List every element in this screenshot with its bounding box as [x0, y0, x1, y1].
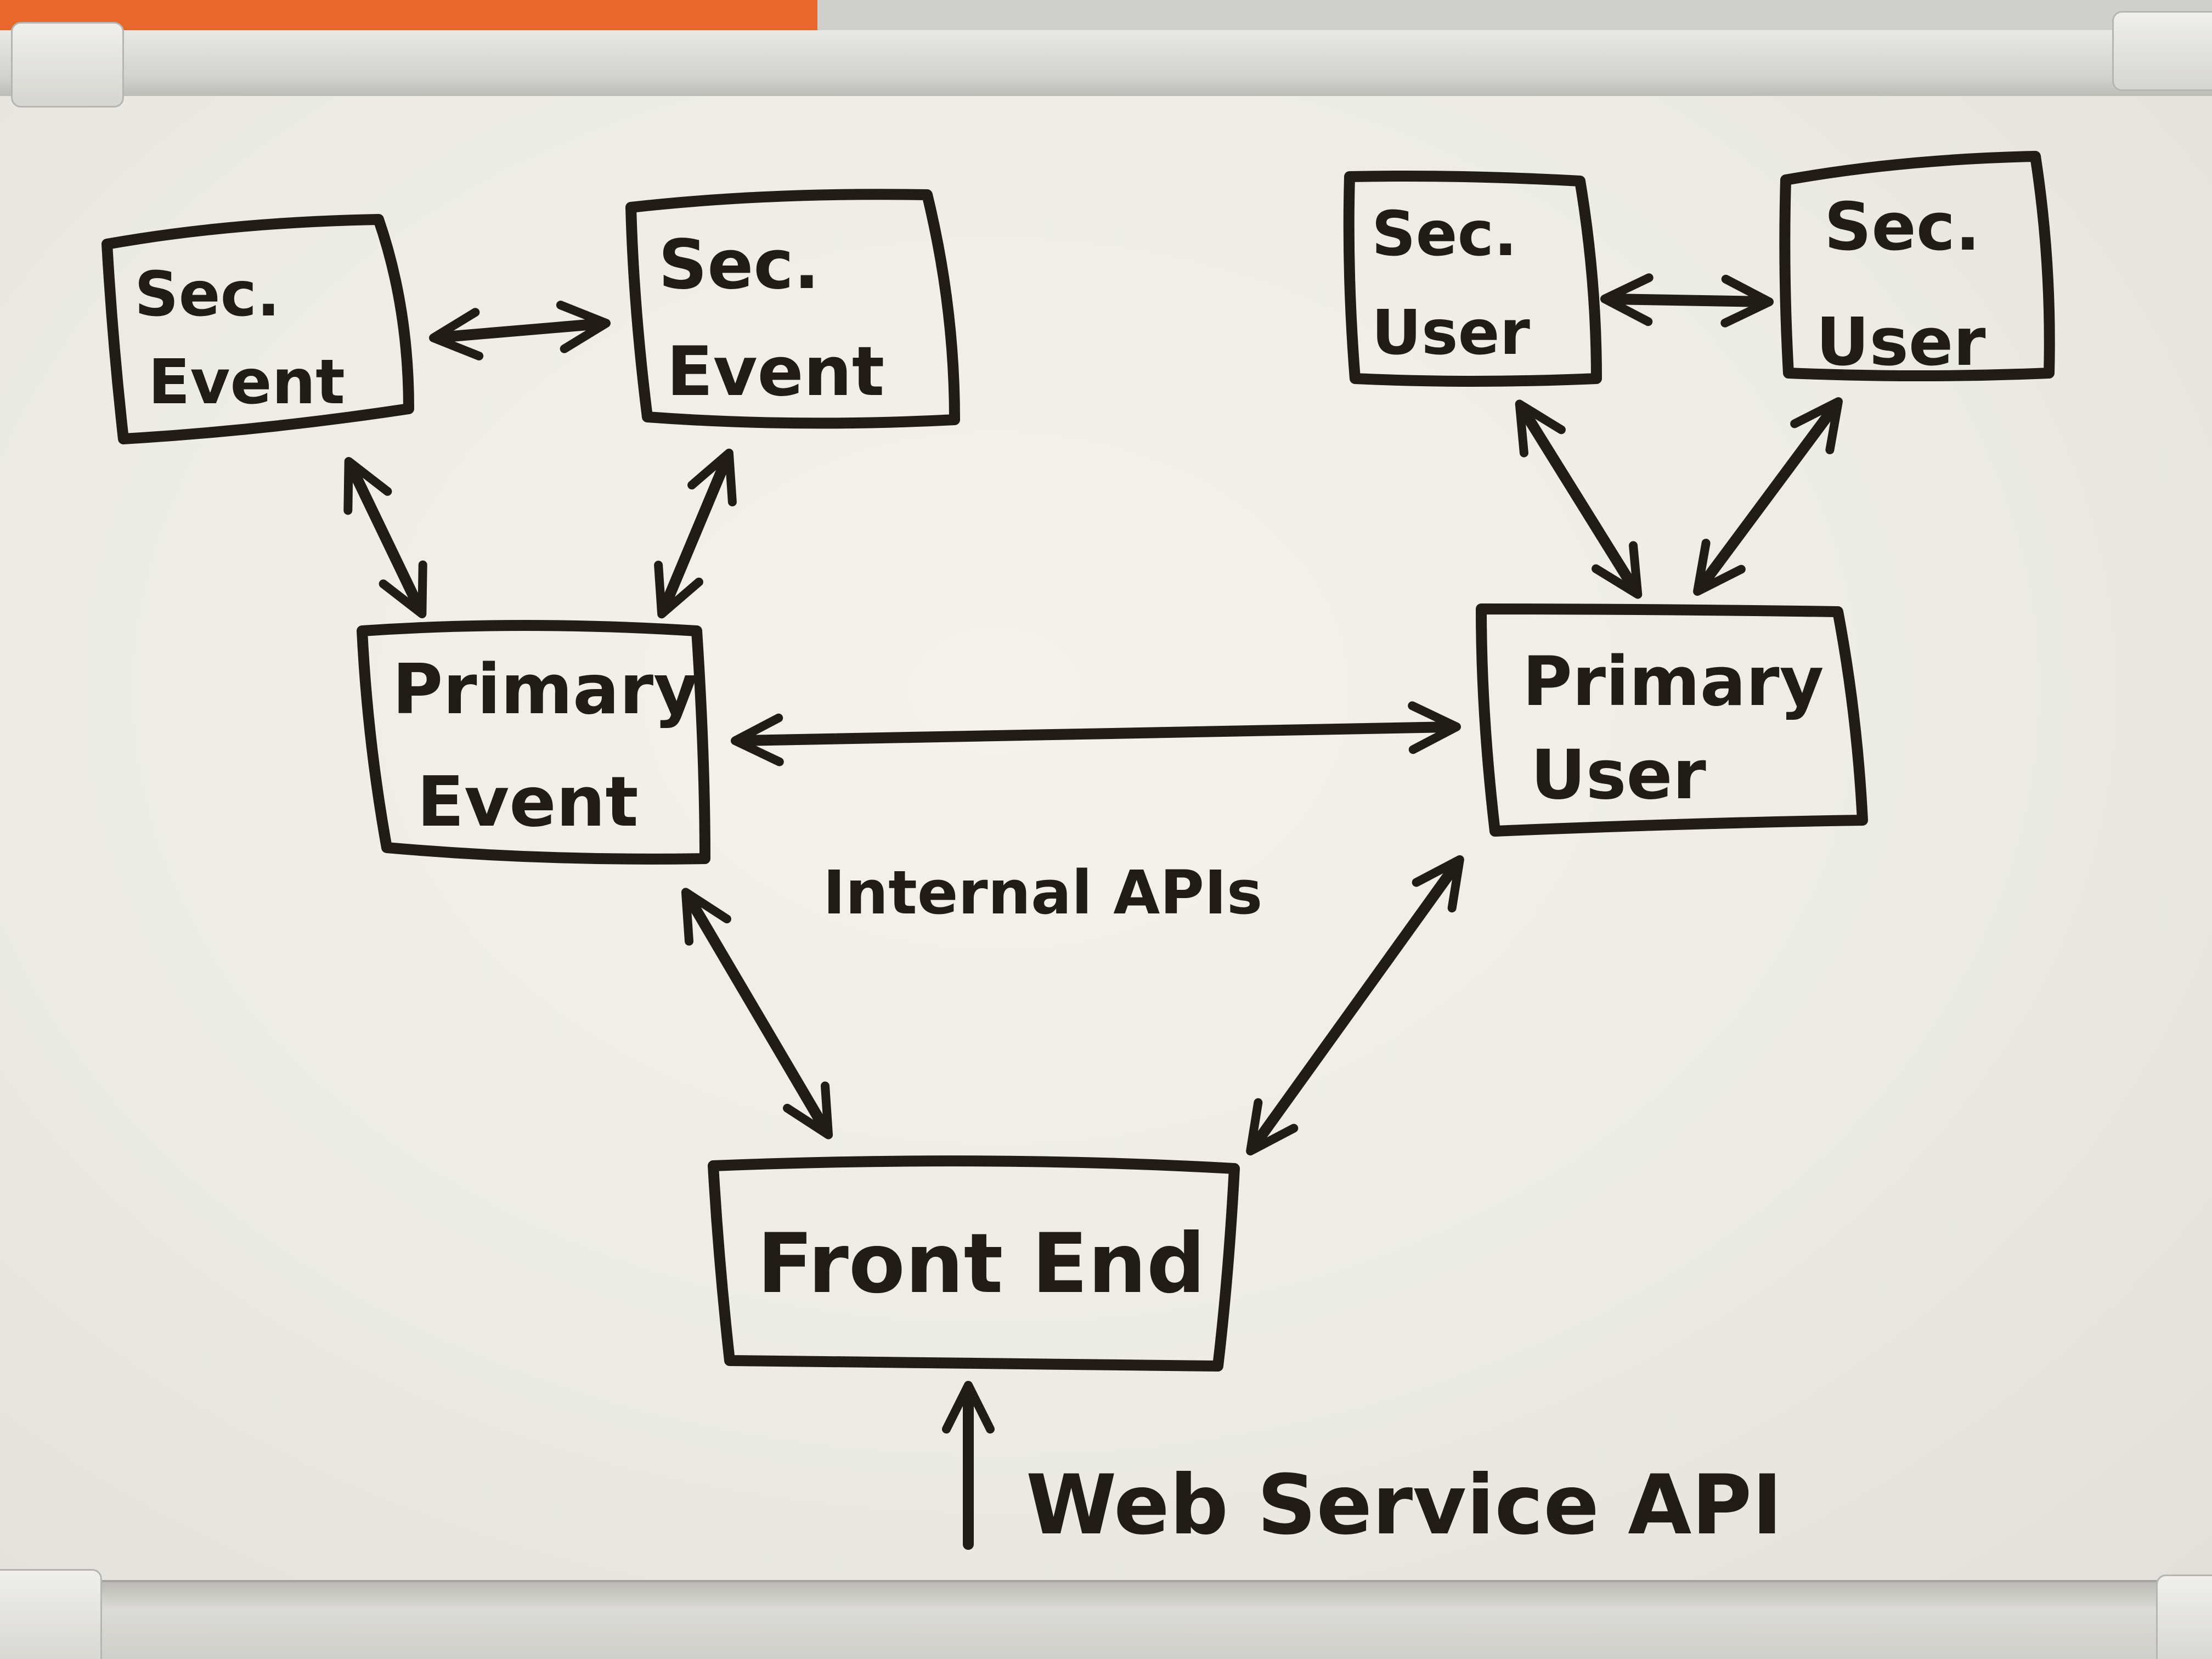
node-label-line1: Primary: [392, 649, 698, 730]
node-label-line1: Sec.: [134, 259, 280, 330]
frame-clip-bottom-right: [2156, 1575, 2212, 1659]
node-box: [708, 1155, 1240, 1372]
node-box: [625, 189, 960, 429]
node-label-line1: Sec.: [658, 225, 820, 304]
whiteboard-top-frame: [0, 30, 2212, 98]
node-label-line1: Sec.: [1372, 199, 1517, 270]
edge-sec-event-1-to-primary-event: [343, 456, 427, 619]
node-sec-event-1: Sec. Event: [101, 214, 414, 444]
whiteboard-surface: [0, 96, 2212, 1583]
edge-sec-user-1-to-sec-user-2: [1600, 273, 1774, 328]
frame-clip-top-right: [2112, 11, 2212, 91]
edge-sec-event-1-to-sec-event-2: [429, 301, 611, 360]
node-front-end: Front End: [708, 1155, 1240, 1372]
internal-apis-label: Internal APIs: [823, 857, 1262, 928]
node-label-line1: Sec.: [1824, 189, 1980, 266]
edge-sec-event-2-to-primary-event: [654, 448, 737, 619]
edge-primary-event-to-primary-user: [731, 701, 1461, 766]
whiteboard-marker-tray: [0, 1580, 2212, 1659]
node-box: [357, 620, 710, 865]
edge-primary-event-to-front-end: [681, 888, 833, 1139]
frame-clip-bottom-left: [0, 1569, 102, 1659]
node-primary-user: Primary User: [1476, 603, 1868, 837]
node-box: [1779, 151, 2055, 381]
node-label-line2: User: [1372, 297, 1530, 369]
node-sec-user-1: Sec. User: [1343, 171, 1602, 387]
node-box: [1343, 171, 1602, 387]
node-label-line2: User: [1531, 736, 1706, 815]
node-label-line2: User: [1816, 304, 1985, 381]
edge-sec-user-1-to-primary-user: [1515, 399, 1643, 599]
node-label-line1: Primary: [1522, 642, 1824, 721]
web-service-api-label: Web Service API: [1026, 1458, 1782, 1553]
frame-clip-top-left: [11, 22, 124, 108]
node-primary-event: Primary Event: [357, 620, 710, 865]
node-box: [1476, 603, 1868, 837]
node-label-line2: Event: [667, 332, 884, 411]
node-box: [101, 214, 414, 444]
edge-primary-user-to-front-end: [1246, 855, 1464, 1156]
node-label: Front End: [757, 1216, 1205, 1312]
node-label-line2: Event: [417, 761, 639, 842]
node-label-line2: Event: [148, 347, 345, 418]
node-sec-event-2: Sec. Event: [625, 189, 960, 429]
node-sec-user-2: Sec. User: [1779, 151, 2055, 381]
edge-sec-user-2-to-primary-user: [1693, 397, 1843, 596]
